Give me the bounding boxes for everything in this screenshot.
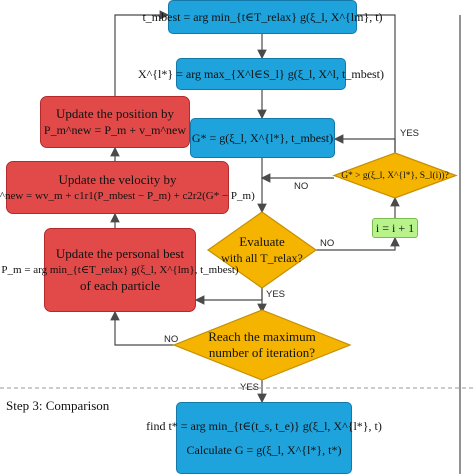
arrow-compare-yes [333, 134, 396, 153]
update-velocity-title: Update the velocity by [58, 171, 177, 187]
box-update-position: Update the position by P_m^new = P_m + v… [40, 96, 190, 148]
decision-max-iter [172, 309, 352, 381]
label-no-compare: NO [294, 181, 309, 192]
decision-max-iter-line1: Reach the maximum [208, 329, 316, 344]
box-update-velocity: Update the velocity by v_m^new = wv_m + … [0, 161, 255, 214]
decision-compare-text: G* > g(ξ_l, X^{l*}, S_l(i))? [341, 171, 449, 181]
box-t-mbest-text: t_mbest = arg min_{t∈T_relax} g(ξ_l, X^{… [142, 10, 383, 24]
arrow-evaluate-no [316, 236, 400, 251]
update-pbest-title: Update the personal best [55, 246, 185, 261]
box-increment: i = i + 1 [372, 218, 418, 238]
arrow-position-to-tmbest [114, 10, 170, 96]
label-yes-max-iter: YES [240, 382, 260, 393]
box-x-l-star-text: X^{l*} = arg max_{X^l∈S_l} g(ξ_l, X^l, t… [137, 67, 385, 81]
box-t-mbest: t_mbest = arg min_{t∈T_relax} g(ξ_l, X^{… [142, 0, 383, 34]
calculate-g-text: Calculate G = g(ξ_l, X^{l*}, t*) [186, 443, 342, 457]
decision-evaluate-line1: Evaluate [239, 234, 285, 249]
arrow-right-loop [357, 14, 396, 153]
decision-evaluate-line2: with all T_relax? [221, 251, 303, 265]
box-x-l-star: X^{l*} = arg max_{X^l∈S_l} g(ξ_l, X^l, t… [138, 58, 384, 90]
find-t-star-text: find t* = arg min_{t∈(t_s, t_e)} g(ξ_l, … [146, 419, 382, 433]
box-g-star: G* = g(ξ_l, X^{l*}, t_mbest) [190, 118, 335, 158]
update-position-eq: P_m^new = P_m + v_m^new [43, 123, 187, 137]
decision-compare [332, 152, 458, 199]
box-g-star-text: G* = g(ξ_l, X^{l*}, t_mbest) [191, 131, 334, 145]
arrow-evaluate-to-pbest [194, 288, 263, 305]
update-velocity-eq: v_m^new = wv_m + c1r1(P_mbest − P_m) + c… [0, 189, 255, 202]
update-position-title: Update the position by [55, 106, 175, 121]
step-label: Step 3: Comparison [6, 398, 110, 413]
label-no-evaluate: NO [320, 238, 335, 249]
update-pbest-eq: P_m = arg min_{t∈T_relax} g(ξ_l, X^{lm},… [1, 264, 239, 276]
decision-max-iter-line2: number of iteration? [208, 345, 316, 360]
increment-text: i = i + 1 [375, 221, 415, 235]
box-comparison: find t* = arg min_{t∈(t_s, t_e)} g(ξ_l, … [146, 402, 382, 474]
box-update-pbest: Update the personal best P_m = arg min_{… [1, 228, 239, 312]
decision-evaluate [206, 211, 318, 289]
update-pbest-tail: of each particle [79, 278, 161, 293]
label-yes-compare: YES [400, 128, 420, 139]
label-yes-evaluate: YES [266, 289, 286, 300]
label-no-max-iter: NO [164, 334, 179, 345]
